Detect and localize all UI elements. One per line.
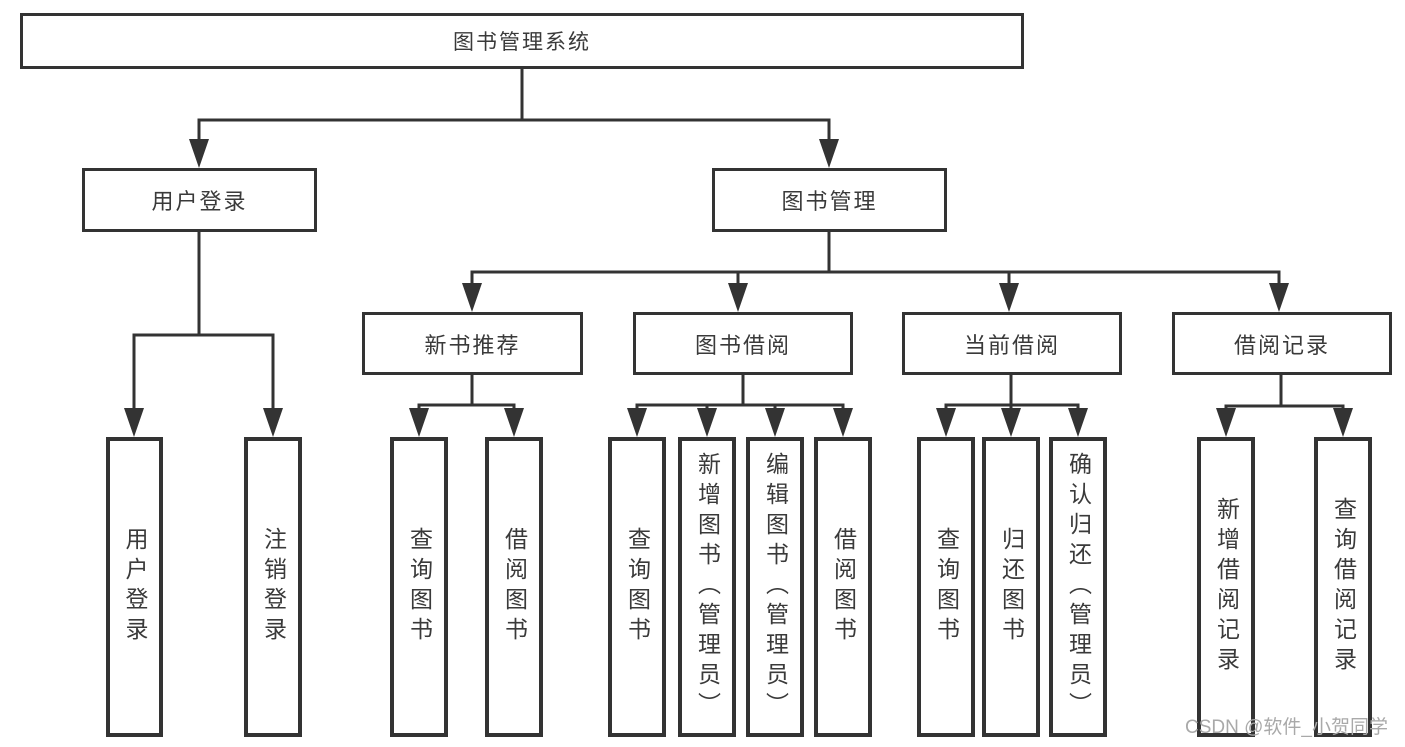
- node-leaf-add-borrow-record-label: 新增借阅记录: [1213, 497, 1240, 677]
- node-leaf-borrow-books-2-label: 借阅图书: [830, 527, 857, 647]
- node-leaf-borrow-books-1-label: 借阅图书: [501, 527, 528, 647]
- arrowhead-icons: [124, 139, 1353, 437]
- node-user-login: 用户登录: [82, 168, 317, 232]
- node-current-borrowing: 当前借阅: [902, 312, 1122, 375]
- node-user-login-label: 用户登录: [151, 189, 248, 214]
- node-leaf-add-books-admin-label: 新增图书（管理员）: [694, 452, 721, 722]
- node-leaf-search-books-3-label: 查询图书: [933, 527, 960, 647]
- node-leaf-search-books-1: 查询图书: [390, 437, 448, 737]
- node-borrowing-records-label: 借阅记录: [1233, 332, 1330, 358]
- node-leaf-borrow-books-2: 借阅图书: [814, 437, 872, 737]
- node-leaf-search-borrow-record: 查询借阅记录: [1314, 437, 1372, 737]
- node-root-label: 图书管理系统: [453, 31, 591, 54]
- node-book-borrowing-label: 图书借阅: [694, 332, 791, 358]
- node-leaf-confirm-return-admin: 确认归还（管理员）: [1049, 437, 1107, 737]
- csdn-watermark: CSDN @软件_小贺同学: [1185, 717, 1388, 738]
- node-new-book-recommend-label: 新书推荐: [424, 332, 521, 358]
- node-leaf-search-borrow-record-label: 查询借阅记录: [1330, 497, 1357, 677]
- node-leaf-search-books-2-label: 查询图书: [624, 527, 651, 647]
- node-leaf-search-books-1-label: 查询图书: [406, 527, 433, 647]
- node-leaf-edit-books-admin-label: 编辑图书（管理员）: [762, 452, 789, 722]
- node-leaf-edit-books-admin: 编辑图书（管理员）: [746, 437, 804, 737]
- node-leaf-return-books: 归还图书: [982, 437, 1040, 737]
- node-current-borrowing-label: 当前借阅: [963, 332, 1060, 358]
- node-leaf-logout: 注销登录: [244, 437, 302, 737]
- node-borrowing-records: 借阅记录: [1172, 312, 1392, 375]
- node-leaf-search-books-3: 查询图书: [917, 437, 975, 737]
- node-leaf-return-books-label: 归还图书: [998, 527, 1025, 647]
- node-leaf-user-login-label: 用户登录: [122, 527, 148, 647]
- node-leaf-confirm-return-admin-label: 确认归还（管理员）: [1065, 452, 1092, 722]
- node-root: 图书管理系统: [20, 13, 1024, 69]
- node-book-management: 图书管理: [712, 168, 947, 232]
- node-leaf-user-login: 用户登录: [106, 437, 163, 737]
- node-leaf-add-books-admin: 新增图书（管理员）: [678, 437, 736, 737]
- node-leaf-add-borrow-record: 新增借阅记录: [1197, 437, 1255, 737]
- node-book-management-label: 图书管理: [781, 189, 878, 214]
- node-leaf-search-books-2: 查询图书: [608, 437, 666, 737]
- node-leaf-borrow-books-1: 借阅图书: [485, 437, 543, 737]
- node-book-borrowing: 图书借阅: [633, 312, 853, 375]
- node-new-book-recommend: 新书推荐: [362, 312, 583, 375]
- node-leaf-logout-label: 注销登录: [260, 527, 287, 647]
